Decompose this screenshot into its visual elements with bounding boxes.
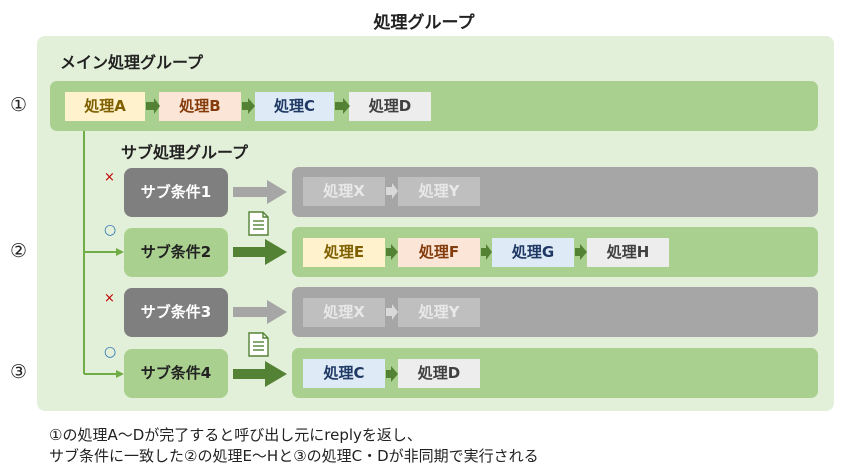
step-h: 処理H xyxy=(587,238,669,267)
step-arrow-icon xyxy=(335,98,350,114)
step-arrow-icon xyxy=(575,244,587,260)
step-arrow-icon xyxy=(386,304,398,320)
step-c: 処理C xyxy=(303,359,385,388)
marker-1: ① xyxy=(10,94,28,116)
step-arrow-icon xyxy=(146,98,160,114)
step-arrow-icon xyxy=(386,244,398,260)
step-arrow-icon xyxy=(242,98,255,114)
step-arrow-icon xyxy=(386,366,398,382)
branch-arrow-icon xyxy=(233,239,287,265)
step-c: 処理C xyxy=(255,92,334,121)
sub-condition-3: サブ条件3 xyxy=(124,288,228,337)
branch-arrow-icon xyxy=(233,180,287,204)
match-mark: ○ xyxy=(104,222,117,238)
sub-condition-1: サブ条件1 xyxy=(124,168,228,217)
document-icon xyxy=(248,332,269,357)
diagram-title: 処理グループ xyxy=(373,13,475,33)
marker-3: ③ xyxy=(10,361,28,383)
step-arrow-icon xyxy=(481,244,492,260)
branch-arrow-icon xyxy=(233,361,287,387)
match-mark: ○ xyxy=(104,344,117,360)
footnote-line-2: サブ条件に一致した②の処理E～Hと③の処理C・Dが非同期で実行される xyxy=(49,447,539,465)
step-f: 処理F xyxy=(398,238,480,267)
arrow-head-icon xyxy=(116,370,124,378)
step-y: 処理Y xyxy=(398,298,480,327)
step-d: 処理D xyxy=(349,92,431,121)
document-icon xyxy=(248,211,269,236)
sub-condition-2: サブ条件2 xyxy=(124,228,228,277)
step-b: 処理B xyxy=(159,92,241,121)
step-y: 処理Y xyxy=(398,177,480,206)
step-x: 処理X xyxy=(303,298,385,327)
step-x: 処理X xyxy=(303,177,385,206)
main-group-label: メイン処理グループ xyxy=(60,53,204,72)
branch-arrow-icon xyxy=(233,300,287,324)
step-d: 処理D xyxy=(398,359,480,388)
footnote-line-1: ①の処理A～Dが完了すると呼び出し元にreplyを返し、 xyxy=(49,426,422,444)
step-arrow-icon xyxy=(386,183,398,199)
step-a: 処理A xyxy=(65,92,145,121)
marker-2: ② xyxy=(10,240,28,262)
sub-condition-4: サブ条件4 xyxy=(124,349,228,398)
sub-group-label: サブ処理グループ xyxy=(121,143,249,162)
mismatch-mark: × xyxy=(104,291,115,306)
arrow-head-icon xyxy=(116,248,124,256)
mismatch-mark: × xyxy=(104,170,115,185)
step-e: 処理E xyxy=(303,238,385,267)
step-g: 処理G xyxy=(492,238,574,267)
